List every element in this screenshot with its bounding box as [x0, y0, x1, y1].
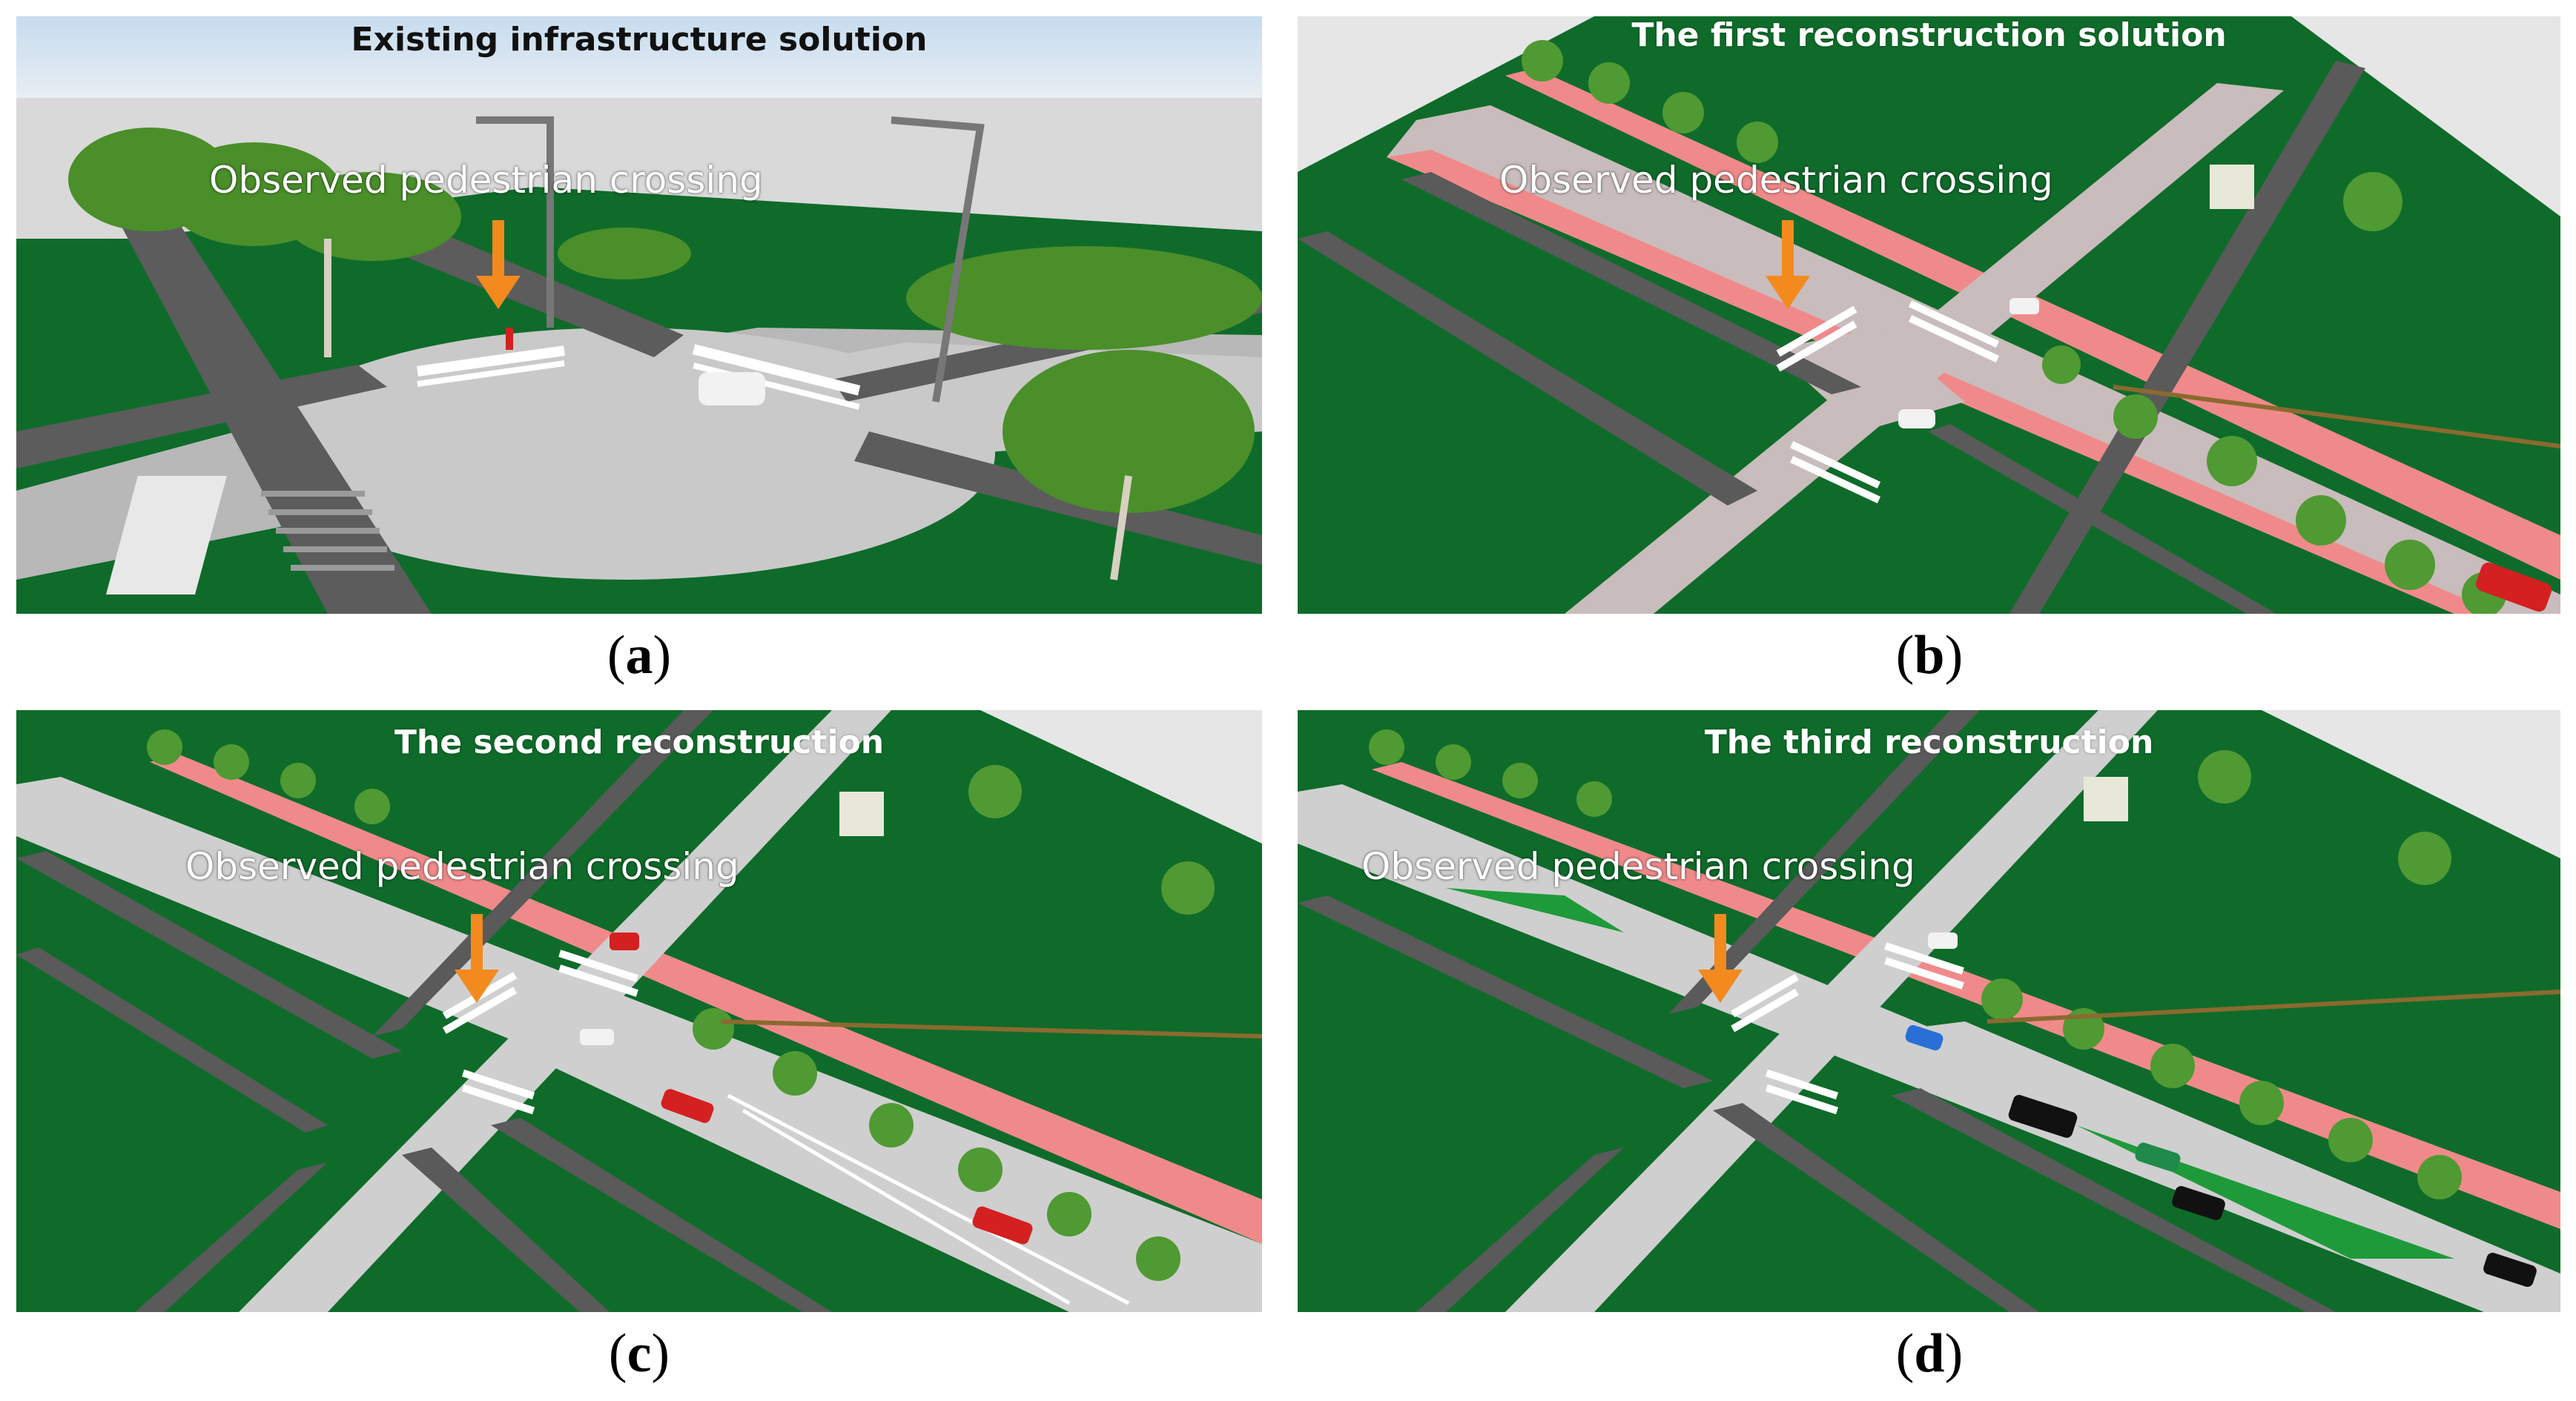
caption-b-letter: b — [1914, 625, 1945, 686]
scene-b-image — [1298, 16, 2560, 614]
panel-b-observed-label: Observed pedestrian crossing — [1499, 159, 2053, 202]
caption-close-paren: ) — [651, 1323, 670, 1384]
panel-c-title: The second reconstruction — [394, 723, 885, 761]
caption-open-paren: ( — [1895, 625, 1915, 686]
panel-d-observed-label: Observed pedestrian crossing — [1361, 845, 1915, 888]
caption-close-paren: ) — [1944, 625, 1964, 686]
panel-b-title: The first reconstruction solution — [1631, 16, 2227, 54]
orange-arrow-icon — [1766, 220, 1810, 309]
caption-a-letter: a — [625, 625, 653, 686]
caption-d: (d) — [1855, 1322, 2004, 1385]
panel-c-observed-label: Observed pedestrian crossing — [185, 845, 739, 888]
panel-a-observed-label: Observed pedestrian crossing — [209, 159, 763, 202]
scene-c-image — [16, 710, 1262, 1312]
panel-b: The first reconstruction solution Observ… — [1298, 16, 2560, 614]
scene-a-image — [16, 16, 1262, 614]
caption-c: (c) — [565, 1322, 713, 1385]
caption-d-letter: d — [1914, 1323, 1945, 1384]
caption-close-paren: ) — [653, 625, 672, 686]
caption-close-paren: ) — [1944, 1323, 1964, 1384]
caption-c-letter: c — [627, 1323, 652, 1384]
panel-d-title: The third reconstruction — [1704, 723, 2154, 761]
panel-a: Existing infrastructure solution Observe… — [16, 16, 1262, 614]
caption-b: (b) — [1855, 624, 2004, 687]
caption-open-paren: ( — [607, 625, 626, 686]
panel-a-title: Existing infrastructure solution — [351, 21, 928, 59]
orange-arrow-icon — [1698, 914, 1743, 1003]
panel-c: The second reconstruction Observed pedes… — [16, 710, 1262, 1312]
scene-d-image — [1298, 710, 2560, 1312]
caption-a: (a) — [565, 624, 713, 687]
orange-arrow-icon — [476, 220, 521, 309]
caption-open-paren: ( — [608, 1323, 627, 1384]
orange-arrow-icon — [455, 914, 499, 1003]
panel-d: The third reconstruction Observed pedest… — [1298, 710, 2560, 1312]
caption-open-paren: ( — [1895, 1323, 1915, 1384]
